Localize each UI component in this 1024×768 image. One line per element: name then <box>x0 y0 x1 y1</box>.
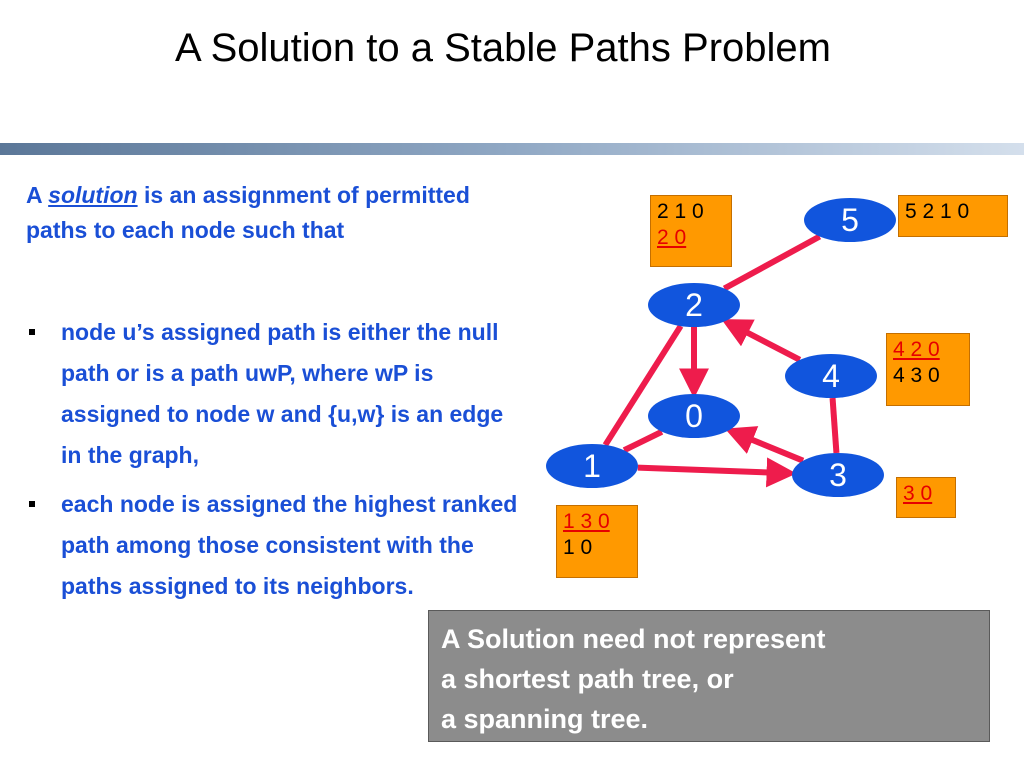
condition-text: each node is assigned the highest ranked… <box>61 491 518 599</box>
definition-text: A solution is an assignment of permitted… <box>26 178 486 248</box>
definition-term: solution <box>48 182 138 208</box>
edge-layer <box>602 233 840 488</box>
path-list-node-1: 1 3 0 1 0 <box>556 505 638 578</box>
path-entry: 2 1 0 <box>657 200 704 223</box>
node-shape <box>804 198 896 242</box>
path-list-node-3: 3 0 <box>896 477 956 518</box>
node-2: 2 <box>648 283 740 327</box>
condition-item: each node is assigned the highest ranked… <box>26 484 526 607</box>
node-shape <box>785 354 877 398</box>
condition-list: node u’s assigned path is either the nul… <box>26 312 526 615</box>
node-layer: 0 1 2 3 4 5 <box>546 198 896 497</box>
node-shape <box>546 444 638 488</box>
definition-rest: is an assignment of permitted paths to e… <box>26 182 470 243</box>
node-label: 2 <box>685 287 703 323</box>
path-list-node-2: 2 1 0 2 0 <box>650 195 732 267</box>
selected-path-entry: 4 2 0 <box>893 338 940 361</box>
selected-path-entry: 3 0 <box>903 482 933 505</box>
selected-path-entry: 1 3 0 <box>563 510 610 533</box>
node-label: 1 <box>583 448 601 484</box>
condition-item: node u’s assigned path is either the nul… <box>26 312 526 476</box>
note-line: a spanning tree. <box>441 704 649 734</box>
edge-4-2 <box>721 319 802 363</box>
node-label: 4 <box>822 358 840 394</box>
edge-2-5 <box>722 233 822 292</box>
title-divider <box>0 143 1024 155</box>
selected-path-entry: 2 0 <box>657 226 687 249</box>
node-shape <box>792 453 884 497</box>
node-label: 0 <box>685 398 703 434</box>
path-list-node-5: 5 2 1 0 <box>898 195 1008 237</box>
node-shape <box>648 394 740 438</box>
slide-title: A Solution to a Stable Paths Problem <box>175 26 831 70</box>
node-0: 0 <box>648 394 740 438</box>
node-1: 1 <box>546 444 638 488</box>
node-shape <box>648 283 740 327</box>
edge-4-3 <box>829 397 840 454</box>
node-3: 3 <box>792 453 884 497</box>
bullet-marker-icon <box>29 329 35 335</box>
edge-1-0 <box>622 429 664 453</box>
path-entry: 4 3 0 <box>893 364 940 387</box>
edge-1-2 <box>602 324 684 447</box>
node-label: 5 <box>841 202 859 238</box>
note-box: A Solution need not represent a shortest… <box>428 610 990 742</box>
node-4: 4 <box>785 354 877 398</box>
note-line: a shortest path tree, or <box>441 664 734 694</box>
definition-lead: A <box>26 182 49 208</box>
node-5: 5 <box>804 198 896 242</box>
condition-text: node u’s assigned path is either the nul… <box>61 319 504 468</box>
edge-1-3 <box>637 457 797 488</box>
bullet-marker-icon <box>29 501 35 507</box>
node-label: 3 <box>829 457 847 493</box>
path-list-node-4: 4 2 0 4 3 0 <box>886 333 970 406</box>
path-entry: 5 2 1 0 <box>905 200 970 223</box>
path-entry: 1 0 <box>563 536 593 559</box>
note-line: A Solution need not represent <box>441 624 826 654</box>
edge-3-0 <box>724 426 805 464</box>
